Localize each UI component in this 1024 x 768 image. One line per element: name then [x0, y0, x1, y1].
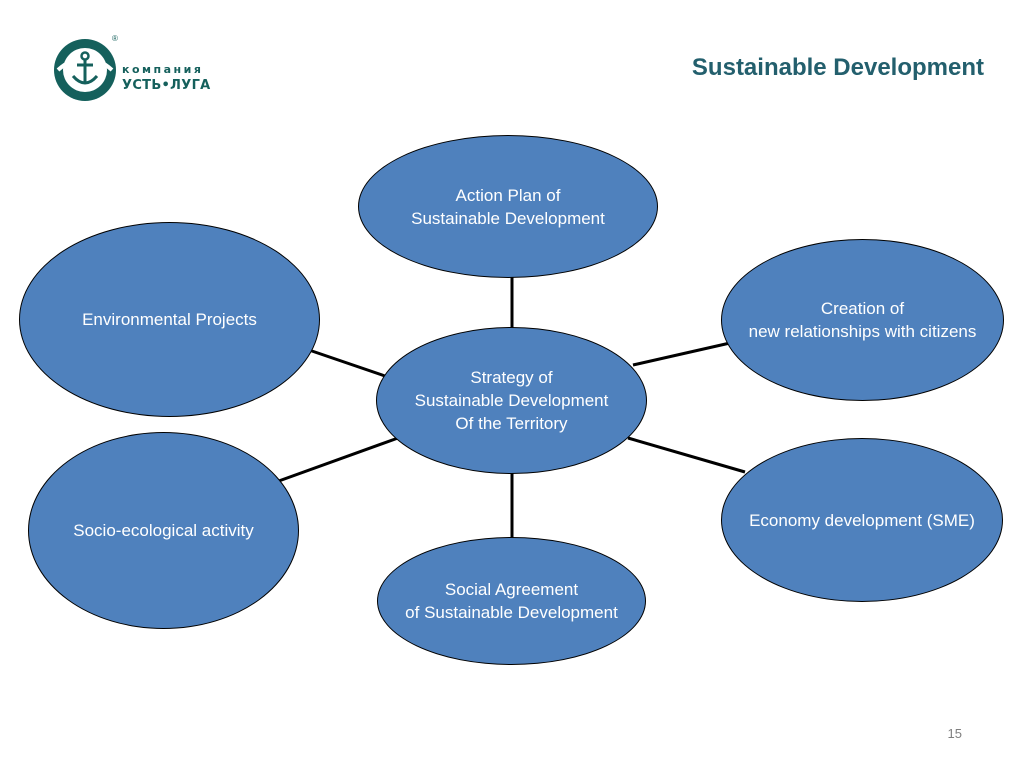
connector-socio-ecological	[275, 436, 399, 484]
node-social-agreement: Social Agreement of Sustainable Developm…	[377, 537, 646, 665]
node-action-plan: Action Plan of Sustainable Development	[358, 135, 658, 278]
node-creation-relationships: Creation of new relationships with citiz…	[721, 239, 1004, 401]
connector-creation	[632, 341, 731, 367]
node-economy-development: Economy development (SME)	[721, 438, 1003, 602]
page-number: 15	[947, 726, 962, 741]
connector-economy	[627, 436, 746, 474]
page-title: Sustainable Development	[691, 54, 984, 81]
node-socio-ecological: Socio-ecological activity	[28, 432, 299, 629]
company-logo: ® компания УСТЬ•ЛУГА	[50, 34, 211, 104]
node-strategy-center: Strategy of Sustainable Development Of t…	[376, 327, 647, 474]
anchor-icon	[54, 39, 116, 101]
registered-mark: ®	[112, 34, 118, 43]
logo-company-name: УСТЬ•ЛУГА	[122, 78, 211, 93]
logo-company-word: компания	[122, 63, 204, 76]
connector-environmental	[308, 348, 386, 378]
node-environmental-projects: Environmental Projects	[19, 222, 320, 417]
